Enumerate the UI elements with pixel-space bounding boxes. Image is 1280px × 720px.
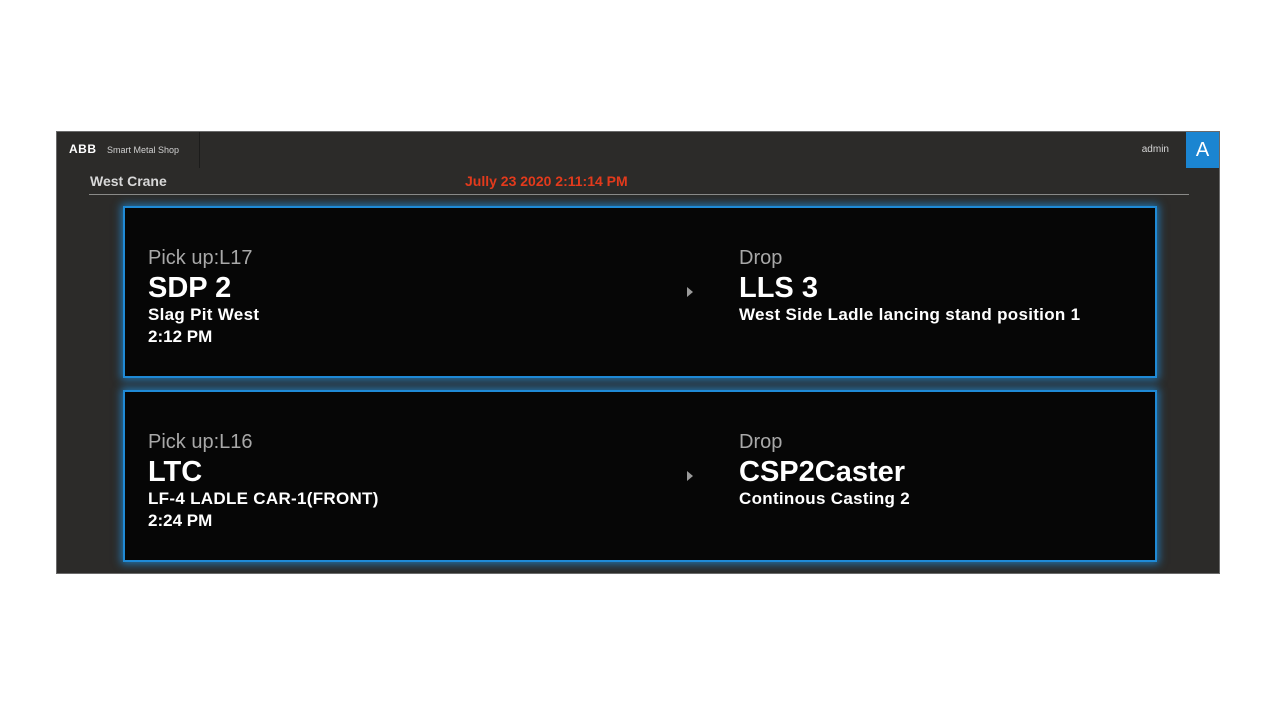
topbar-divider (199, 132, 200, 168)
current-datetime: Jully 23 2020 2:11:14 PM (465, 173, 628, 189)
pickup-code: SDP 2 (148, 272, 232, 304)
drop-code: CSP2Caster (739, 456, 906, 488)
abb-logo: ABB (69, 142, 97, 156)
pickup-code: LTC (148, 456, 203, 488)
user-name[interactable]: admin (1141, 144, 1169, 155)
drop-label: Drop (739, 247, 783, 269)
app-name: Smart Metal Shop (107, 145, 180, 155)
drop-description: Continous Casting 2 (739, 489, 910, 508)
task-time: 2:12 PM (148, 327, 213, 346)
pickup-label: Pick up:L17 (148, 247, 253, 269)
pickup-section: Pick up:L17 SDP 2 Slag Pit West 2:12 PM (148, 246, 259, 348)
drop-code: LLS 3 (739, 272, 818, 304)
avatar[interactable]: A (1186, 132, 1219, 168)
drop-section: Drop LLS 3 West Side Ladle lancing stand… (739, 246, 1080, 326)
title-divider (89, 194, 1189, 195)
pickup-description: Slag Pit West (148, 305, 260, 324)
page-title: West Crane (90, 173, 167, 189)
top-bar: ABB Smart Metal Shop admin A (57, 132, 1219, 168)
task-card[interactable]: Pick up:L16 LTC LF-4 LADLE CAR-1(FRONT) … (123, 390, 1157, 562)
task-time: 2:24 PM (148, 511, 213, 530)
crane-dashboard-screen: ABB Smart Metal Shop admin A West Crane … (56, 131, 1220, 574)
task-card[interactable]: Pick up:L17 SDP 2 Slag Pit West 2:12 PM … (123, 206, 1157, 378)
pickup-label: Pick up:L16 (148, 431, 253, 453)
drop-section: Drop CSP2Caster Continous Casting 2 (739, 430, 910, 510)
pickup-section: Pick up:L16 LTC LF-4 LADLE CAR-1(FRONT) … (148, 430, 379, 532)
drop-description: West Side Ladle lancing stand position 1 (739, 305, 1081, 324)
pickup-description: LF-4 LADLE CAR-1(FRONT) (148, 489, 379, 508)
caret-right-icon (687, 287, 693, 297)
drop-label: Drop (739, 431, 783, 453)
caret-right-icon (687, 471, 693, 481)
